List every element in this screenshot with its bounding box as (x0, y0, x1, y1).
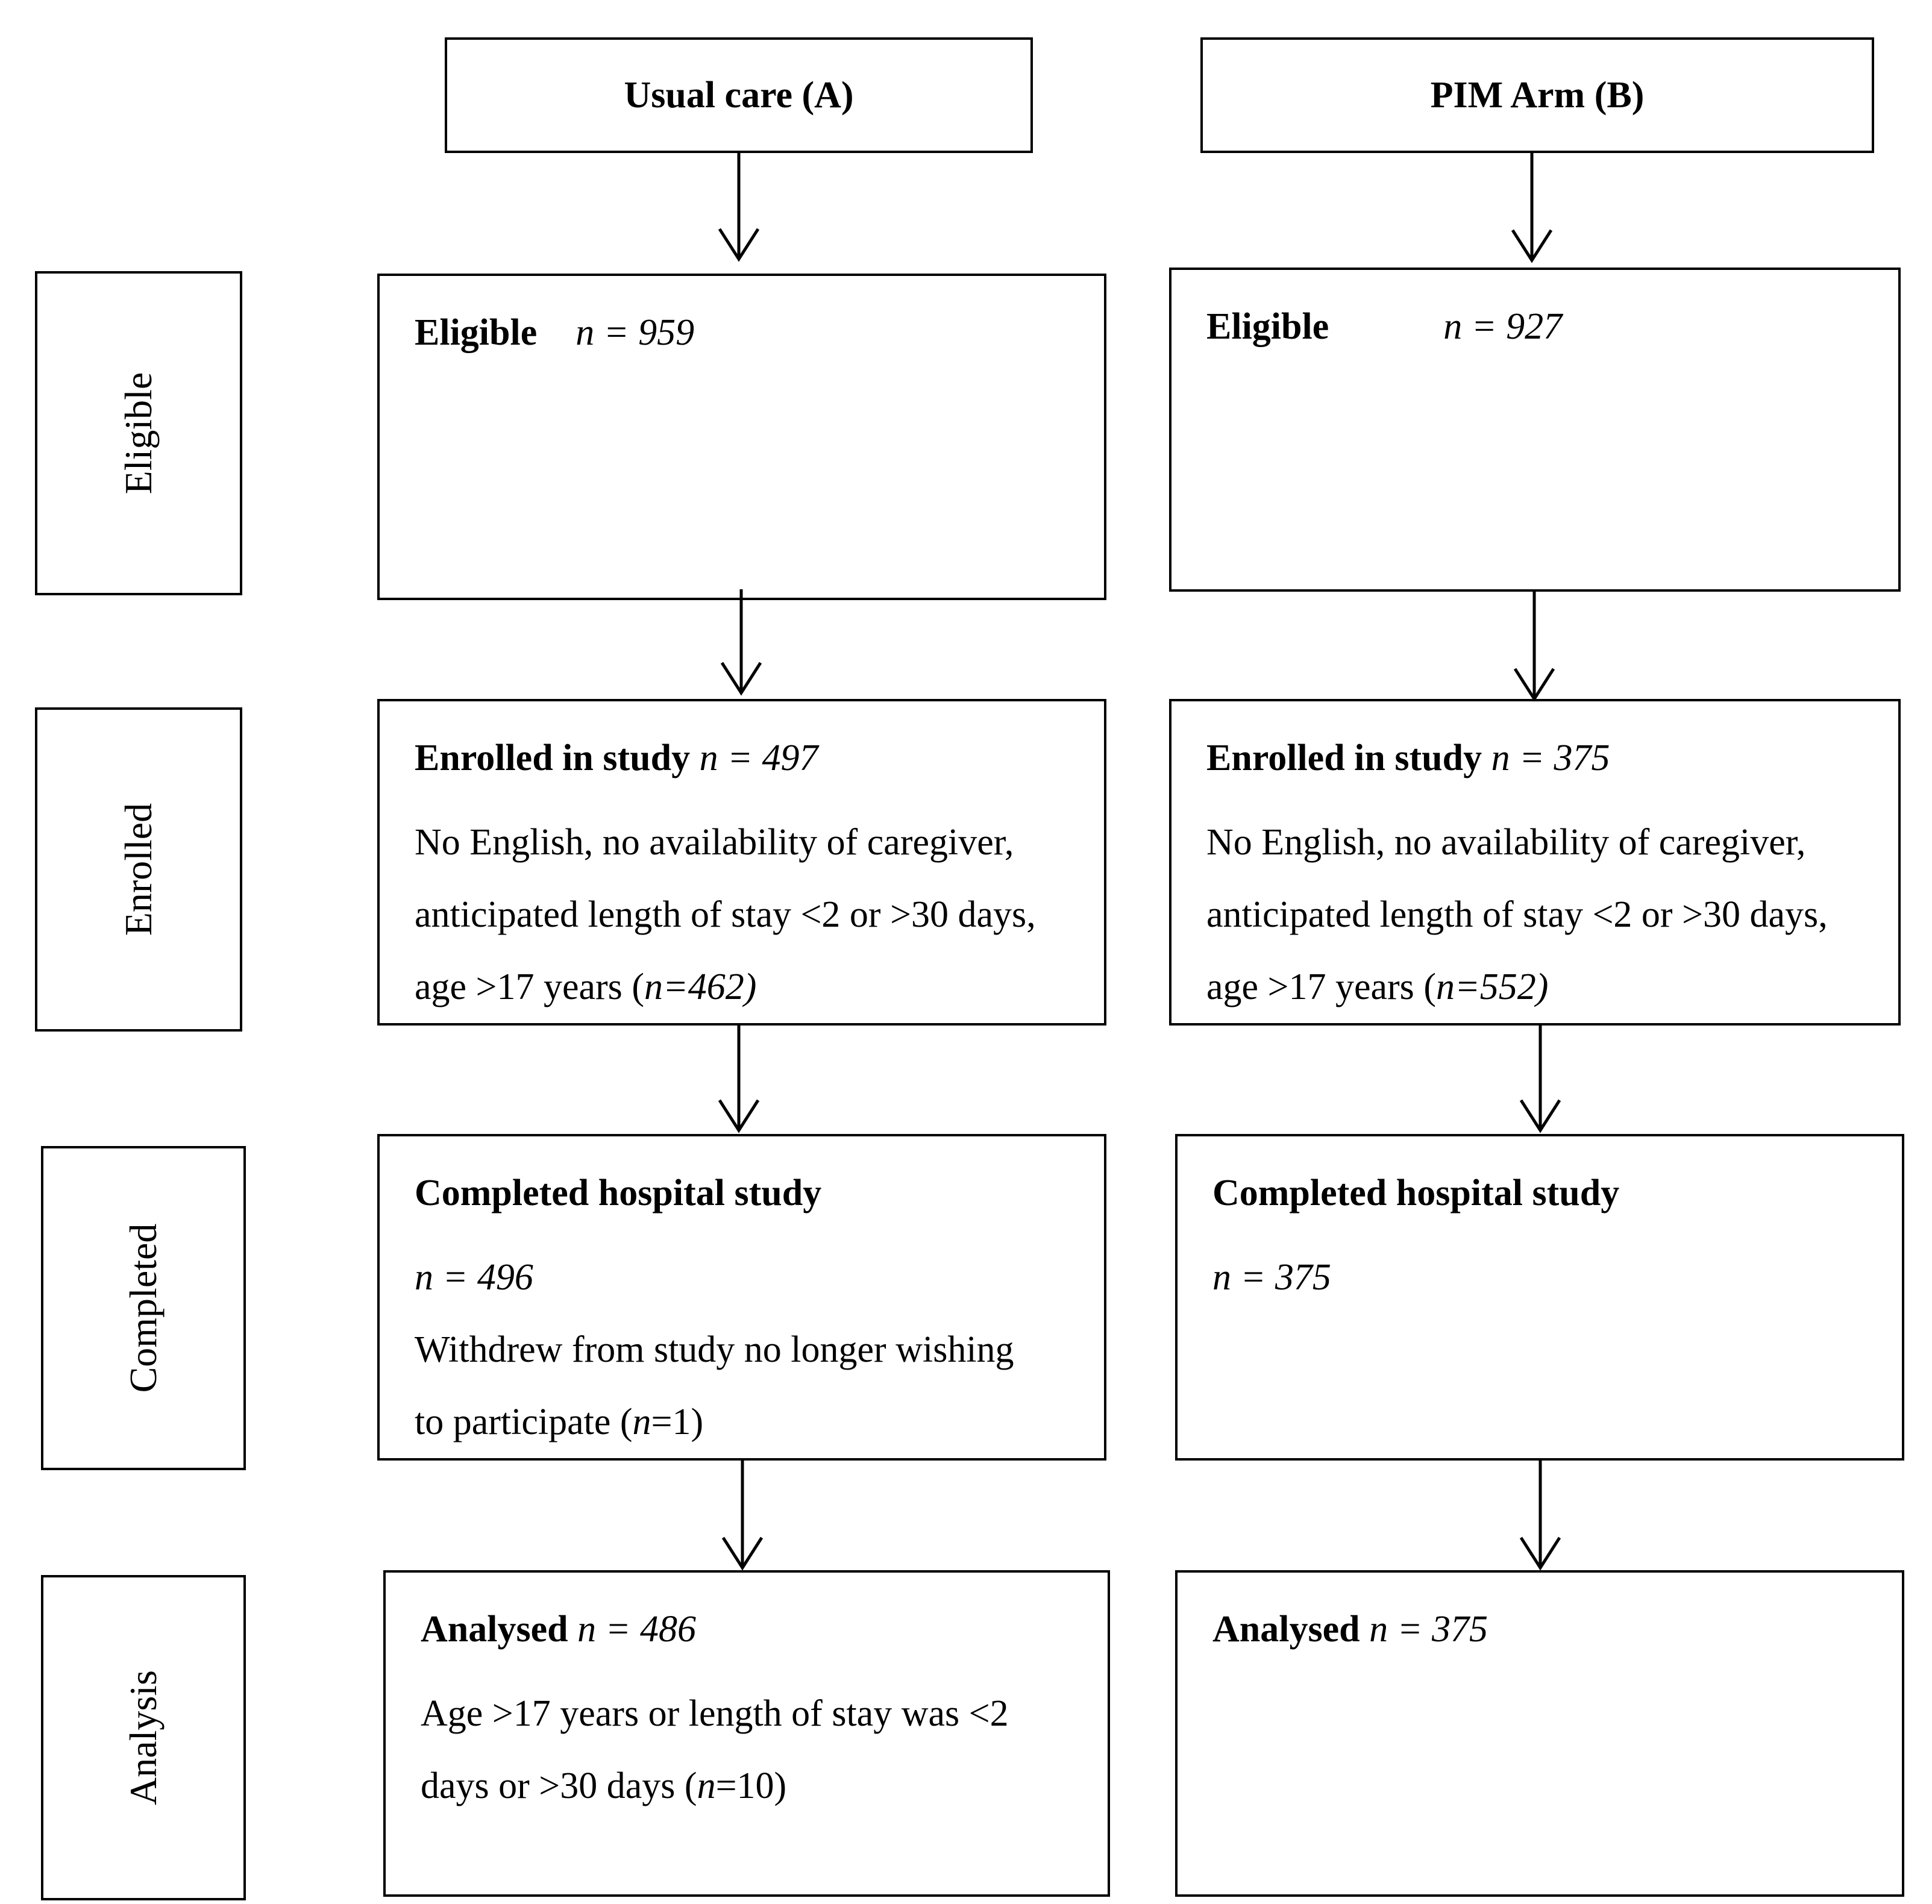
arm-a-completed-n: n = 496 (415, 1257, 533, 1298)
arm-a-exclusion-n-letter: n (644, 966, 663, 1007)
arm-b-eligible-box: Eligible n = 927 (1169, 268, 1901, 592)
arm-a-analysed-box: Analysed n = 486 Age >17 years or length… (383, 1570, 1110, 1897)
arm-a-analysed-n-prefix: n = (577, 1609, 640, 1650)
arm-b-analysed-box: Analysed n = 375 (1175, 1570, 1904, 1897)
stage-eligible: Eligible (35, 271, 242, 595)
arm-a-enrolled-box: Enrolled in study n = 497 No English, no… (377, 699, 1106, 1026)
stage-enrolled: Enrolled (35, 707, 242, 1032)
arm-a-withdrew-line-1: Withdrew from study no longer wishing (415, 1329, 1014, 1370)
arm-a-analysed-n: 486 (639, 1609, 696, 1650)
arm-a-exclusion-line-1: No English, no availability of caregiver… (415, 822, 1014, 863)
arm-b-enrolled-n-prefix: n = (1491, 737, 1554, 778)
arm-b-eligible-n-prefix: n = (1443, 306, 1507, 347)
pim-arm-header: PIM Arm (B) (1200, 37, 1874, 153)
arm-b-eligible-label: Eligible (1206, 306, 1329, 347)
arm-a-exclusion-line-2: anticipated length of stay <2 or >30 day… (415, 894, 1036, 935)
arrow-a-eligible-to-enrolled (720, 589, 762, 696)
stage-completed: Completed (41, 1146, 246, 1470)
arm-b-exclusion-line-1: No English, no availability of caregiver… (1206, 822, 1806, 863)
arm-a-withdrew-n: =1) (651, 1401, 704, 1442)
arm-b-analysed-n-prefix: n = (1369, 1609, 1432, 1650)
arm-a-eligible-label: Eligible (415, 312, 538, 353)
arm-a-completed-box: Completed hospital study n = 496 Withdre… (377, 1134, 1106, 1461)
arm-b-exclusion-n-letter: n (1435, 966, 1455, 1007)
arm-a-completed-label: Completed hospital study (415, 1173, 822, 1213)
arm-b-enrolled-label: Enrolled in study (1206, 737, 1482, 778)
arm-a-analysed-label: Analysed (421, 1609, 568, 1650)
arm-b-completed-n: n = 375 (1212, 1257, 1331, 1298)
arm-b-analysed-n: 375 (1431, 1609, 1488, 1650)
arm-a-exclusion-line-3: age >17 years ( (415, 966, 644, 1007)
arm-b-exclusion-n: =552) (1454, 966, 1549, 1007)
arm-a-eligible-n-prefix: n = (576, 312, 639, 353)
arm-a-analysed-note-n: =10) (715, 1765, 787, 1806)
usual-care-header-label: Usual care (A) (624, 74, 854, 116)
arm-a-analysed-note-line-1: Age >17 years or length of stay was <2 (421, 1693, 1009, 1734)
arrow-b-enrolled-to-completed (1519, 1026, 1561, 1133)
arrow-a-header-to-eligible (718, 153, 760, 262)
arm-a-withdrew-line-2: to participate ( (415, 1401, 633, 1442)
arm-a-analysed-note-n-letter: n (697, 1765, 716, 1806)
arm-a-enrolled-label: Enrolled in study (415, 737, 691, 778)
arrow-b-eligible-to-enrolled (1513, 592, 1555, 702)
stage-analysis: Analysis (41, 1575, 246, 1900)
arrow-b-header-to-eligible (1511, 153, 1553, 263)
usual-care-header: Usual care (A) (445, 37, 1033, 153)
arm-b-exclusion-line-3: age >17 years ( (1206, 966, 1436, 1007)
arm-b-exclusion-line-2: anticipated length of stay <2 or >30 day… (1206, 894, 1828, 935)
arm-a-eligible-box: Eligible n = 959 (377, 274, 1106, 600)
arm-a-eligible-n: 959 (638, 312, 695, 353)
arm-a-exclusion-n: =462) (662, 966, 757, 1007)
arm-b-eligible-n: 927 (1506, 306, 1563, 347)
arrow-b-completed-to-analysed (1519, 1461, 1561, 1571)
arm-b-completed-label: Completed hospital study (1212, 1173, 1620, 1213)
pim-arm-header-label: PIM Arm (B) (1430, 74, 1645, 116)
arm-b-completed-box: Completed hospital study n = 375 (1175, 1134, 1904, 1461)
arm-b-enrolled-n: 375 (1554, 737, 1610, 778)
arm-a-withdrew-n-letter: n (632, 1401, 651, 1442)
arrow-a-completed-to-analysed (721, 1461, 764, 1571)
arm-a-enrolled-n: 497 (762, 737, 818, 778)
arm-a-enrolled-n-prefix: n = (699, 737, 762, 778)
arm-b-analysed-label: Analysed (1212, 1609, 1360, 1650)
arm-a-analysed-note-line-2: days or >30 days ( (421, 1765, 697, 1806)
arrow-a-enrolled-to-completed (718, 1026, 760, 1133)
